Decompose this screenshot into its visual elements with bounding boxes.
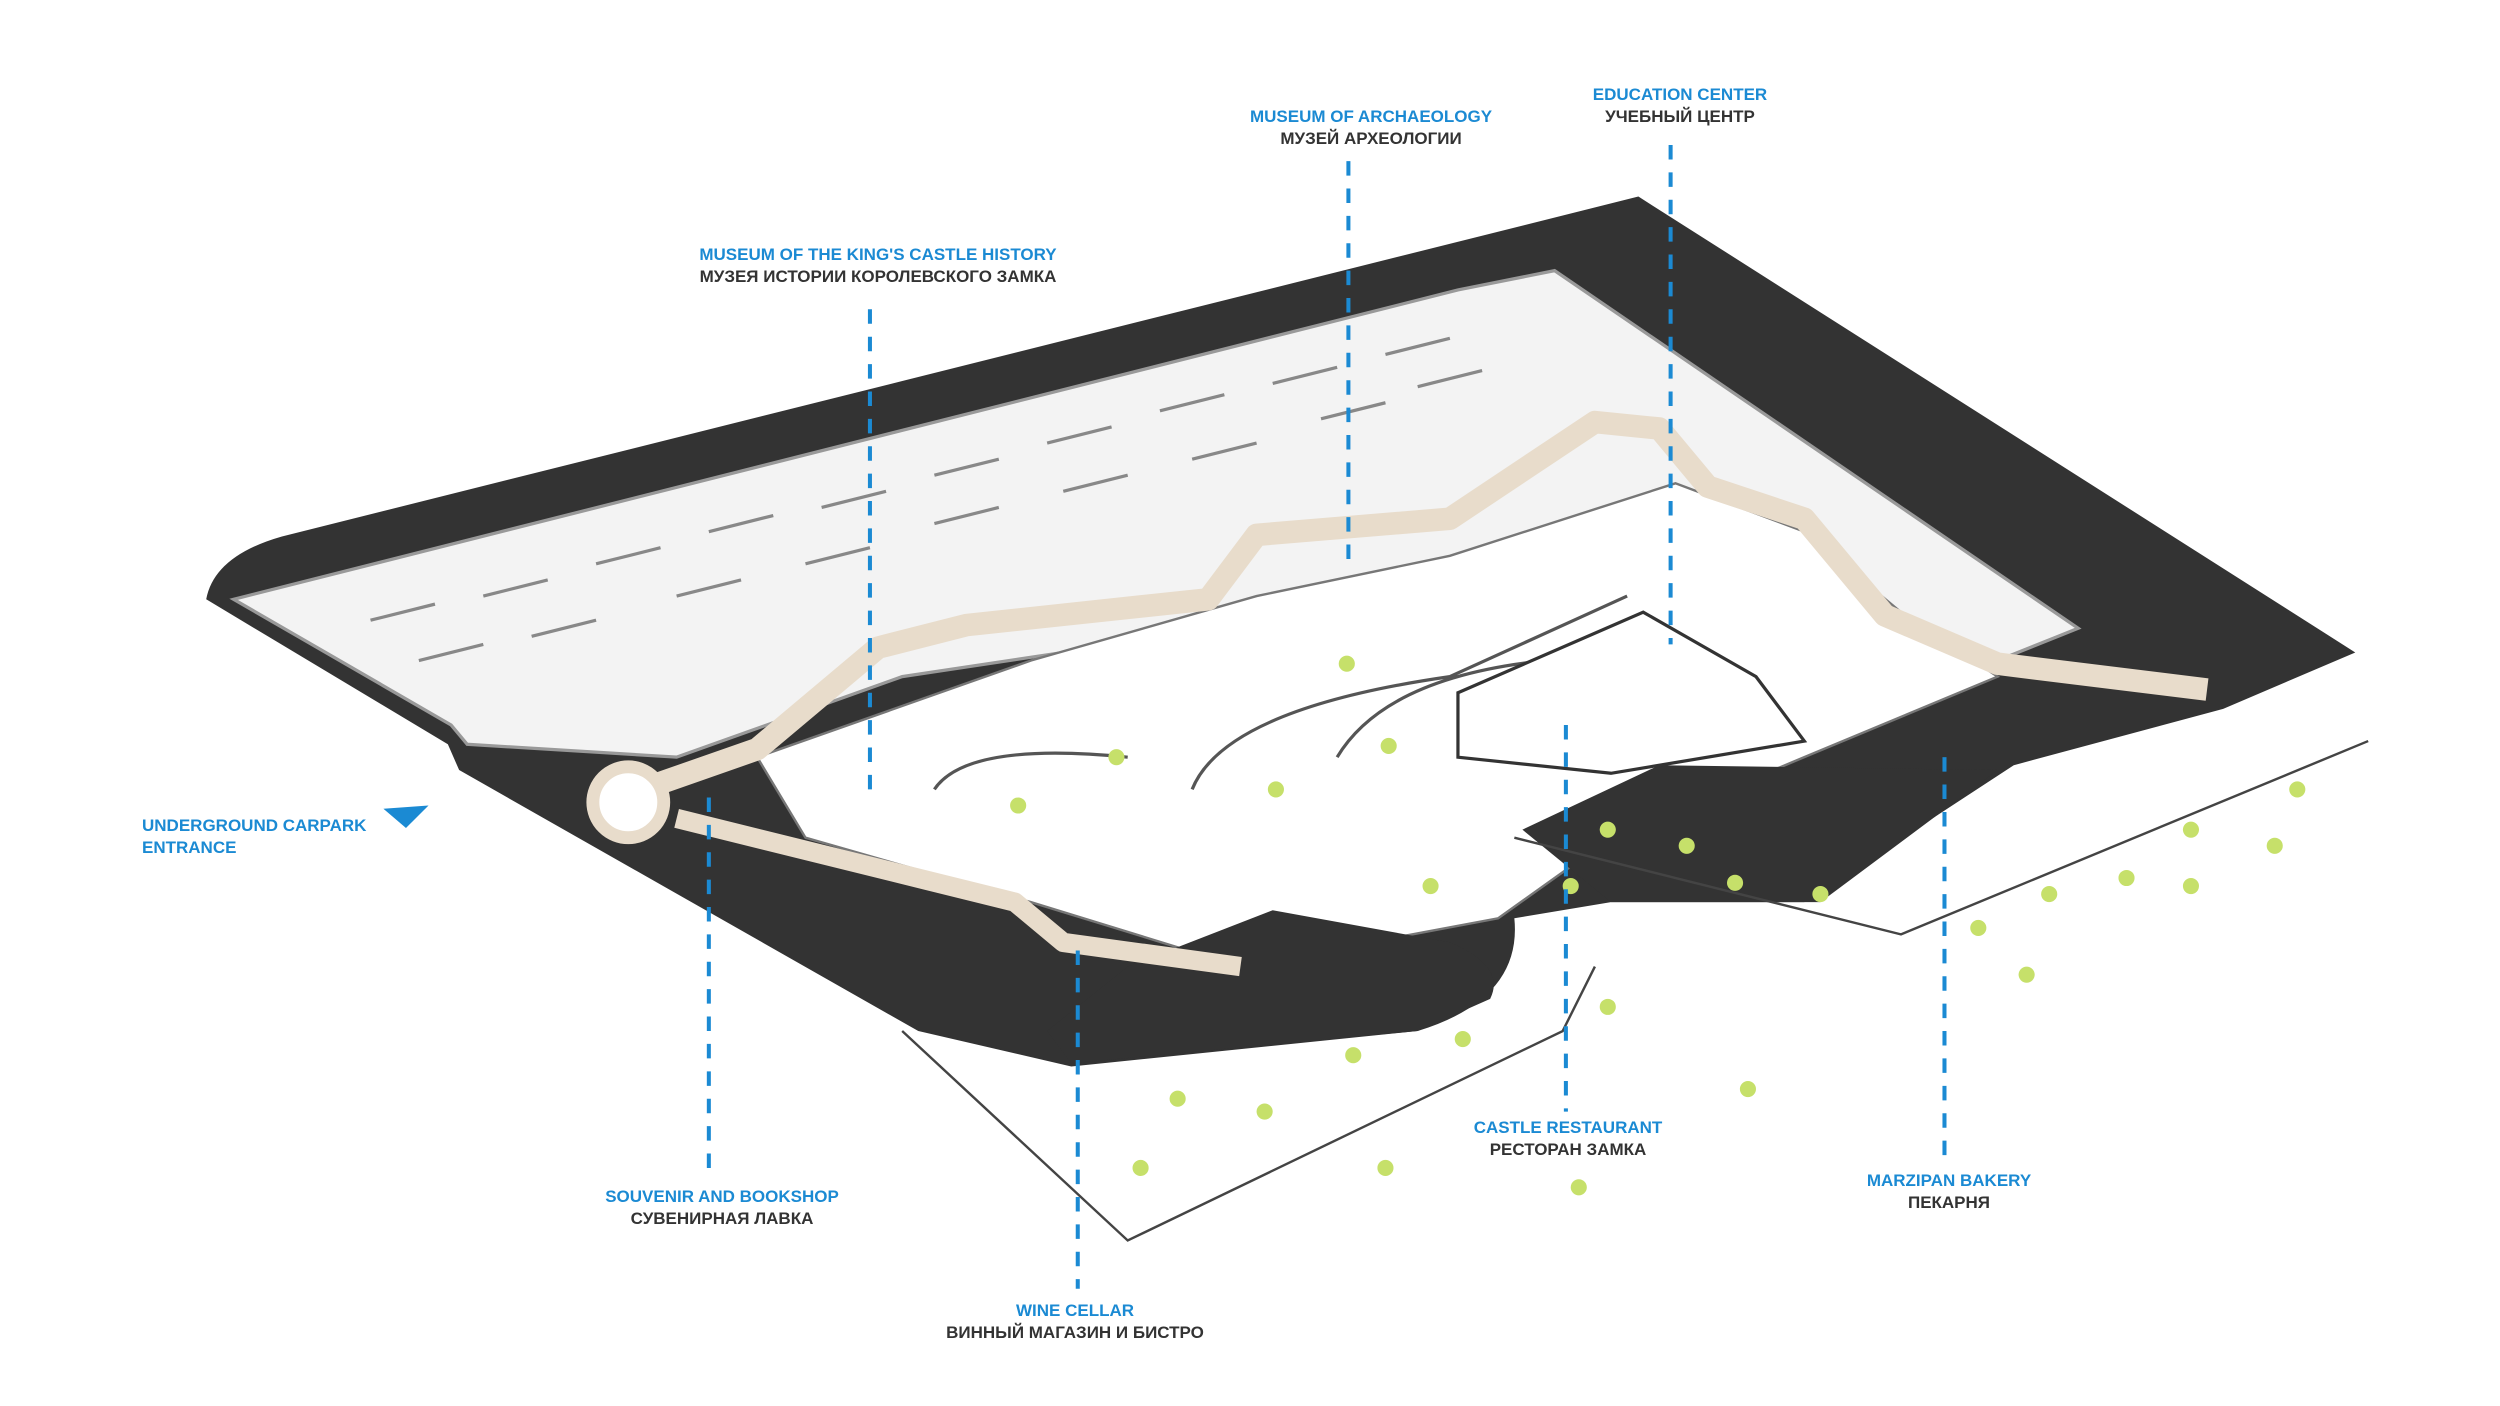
label-wine-cellar: WINE CELLAR ВИННЫЙ МАГАЗИН И БИСТРО: [946, 1300, 1204, 1344]
label-ru: СУВЕНИРНАЯ ЛАВКА: [630, 1209, 814, 1229]
label-ru: РЕСТОРАН ЗАМКА: [1489, 1140, 1647, 1160]
terrace-south: [901, 739, 2369, 1242]
label-education-center: EDUCATION CENTER УЧЕБНЫЙ ЦЕНТР: [1593, 84, 1767, 128]
label-en: CASTLE RESTAURANT: [1473, 1118, 1663, 1137]
leader-lines: [706, 144, 1947, 1289]
label-en: MUSEUM OF THE KING'S CASTLE HISTORY: [699, 245, 1057, 264]
label-archaeology-museum: MUSEUM OF ARCHAEOLOGY МУЗЕЙ АРХЕОЛОГИИ: [1250, 106, 1492, 150]
label-en: MUSEUM OF ARCHAEOLOGY: [1249, 107, 1493, 126]
label-en-line2: ENTRANCE: [142, 838, 237, 858]
building-ribbon: [592, 410, 2209, 817]
label-marzipan-bakery: MARZIPAN BAKERY ПЕКАРНЯ: [1867, 1170, 2031, 1214]
restaurant-pavilion: [1456, 610, 1808, 775]
label-castle-restaurant: CASTLE RESTAURANT РЕСТОРАН ЗАМКА: [1474, 1117, 1663, 1161]
courtyard-south: [1047, 910, 1494, 1064]
label-en: MARZIPAN BAKERY: [1866, 1171, 2032, 1190]
rotunda: [586, 760, 671, 845]
parking-stalls: [370, 336, 1483, 663]
label-en: EDUCATION CENTER: [1592, 85, 1768, 104]
courtyard-east: [1522, 765, 1998, 903]
label-kings-castle-museum: MUSEUM OF THE KING'S CASTLE HISTORY МУЗЕ…: [699, 244, 1056, 288]
label-souvenir-bookshop: SOUVENIR AND BOOKSHOP СУВЕНИРНАЯ ЛАВКА: [605, 1186, 839, 1230]
label-en-line1: UNDERGROUND CARPARK: [142, 816, 367, 835]
label-carpark-entrance: UNDERGROUND CARPARK ENTRANCE: [142, 815, 366, 859]
carpark-entrance-arrow-icon: [383, 805, 429, 829]
label-ru: УЧЕБНЫЙ ЦЕНТР: [1605, 107, 1755, 127]
label-ru: МУЗЕЯ ИСТОРИИ КОРОЛЕВСКОГО ЗАМКА: [699, 267, 1057, 287]
label-ru: ПЕКАРНЯ: [1907, 1193, 1991, 1213]
label-ru: МУЗЕЙ АРХЕОЛОГИИ: [1280, 129, 1462, 149]
plaza: [755, 482, 2001, 968]
label-en: SOUVENIR AND BOOKSHOP: [605, 1187, 839, 1206]
building-ribbon-south: [674, 809, 1242, 977]
ramp-curve: [933, 594, 1628, 791]
trees: [1010, 655, 2306, 1196]
label-en: WINE CELLAR: [1015, 1301, 1135, 1320]
label-ru: ВИННЫЙ МАГАЗИН И БИСТРО: [946, 1323, 1204, 1343]
